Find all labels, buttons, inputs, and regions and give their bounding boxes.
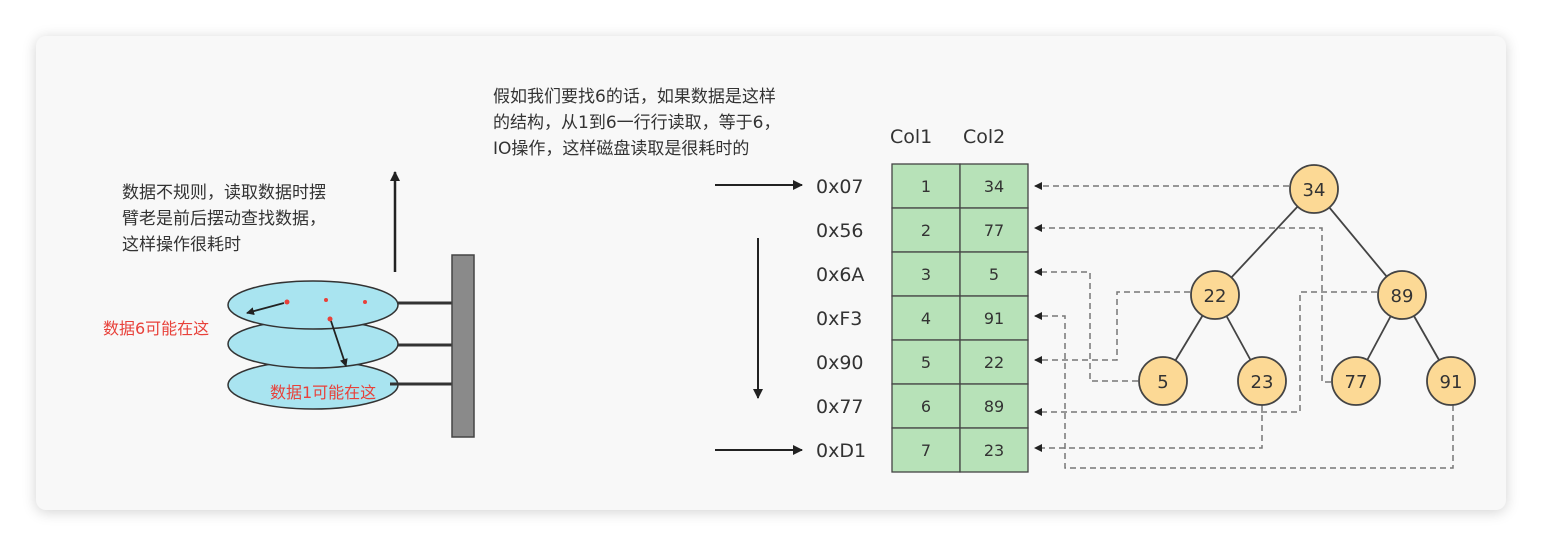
cell-col1: 4 (921, 309, 931, 328)
data-dots (284, 298, 367, 322)
svg-text:23: 23 (1251, 372, 1274, 393)
table-note-line-3: IO操作，这样磁盘读取是很耗时的 (493, 139, 749, 159)
cell-col1: 3 (921, 265, 931, 284)
platter-top (227, 280, 399, 330)
col1-header: Col1 (890, 126, 932, 148)
cell-col2: 77 (984, 221, 1004, 240)
diagram-card (36, 36, 1506, 510)
cell-col1-box (891, 163, 961, 209)
disk-note-line-3: 这样操作很耗时 (122, 235, 241, 255)
svg-text:91: 91 (1440, 372, 1463, 393)
cell-col2: 91 (984, 309, 1004, 328)
cell-col2-box (959, 339, 1029, 385)
link-23 (1034, 405, 1263, 452)
svg-text:5: 5 (1157, 372, 1168, 393)
svg-text:34: 34 (1303, 180, 1326, 201)
tree-node-22: 22 (1190, 270, 1240, 320)
cell-col1-box (891, 207, 961, 253)
svg-text:77: 77 (1345, 372, 1368, 393)
table-row: 0x6A 3 5 (816, 251, 1029, 297)
table-row: 0xD1 7 23 (816, 427, 1029, 473)
cell-col1: 6 (921, 397, 931, 416)
cell-col2-box (959, 383, 1029, 429)
cell-col1-box (891, 295, 961, 341)
data1-label: 数据1可能在这 (270, 383, 376, 402)
col2-header: Col2 (963, 126, 1005, 148)
row-address: 0x6A (816, 264, 864, 286)
table-note-line-2: 的结构，从1到6一行行读取，等于6， (493, 113, 780, 133)
link-77 (1034, 224, 1331, 383)
seek-arrow-down (330, 320, 348, 367)
tree-node-91: 91 (1426, 356, 1476, 406)
table-row: 0x90 5 22 (816, 339, 1029, 385)
table-row: 0x07 1 34 (816, 163, 1029, 209)
link-22 (1034, 291, 1190, 364)
tree-node-5: 5 (1138, 356, 1188, 406)
cell-col1-box (891, 339, 961, 385)
table-row: 0x77 6 89 (816, 383, 1029, 429)
disk-note-line-2: 臂老是前后摆动查找数据， (122, 209, 326, 229)
row-address: 0x07 (816, 176, 864, 198)
tree-node-23: 23 (1237, 356, 1287, 406)
disk-platters (227, 280, 399, 410)
data6-label: 数据6可能在这 (103, 319, 209, 338)
cell-col1: 1 (921, 177, 931, 196)
tree-node-77: 77 (1331, 356, 1381, 406)
row-address: 0xF3 (816, 308, 862, 330)
tree-to-table-links (1034, 182, 1454, 469)
tree-node-89: 89 (1377, 270, 1427, 320)
tree-nodes: 34 22 89 5 23 77 91 (1138, 164, 1476, 406)
cell-col1: 5 (921, 353, 931, 372)
row-address: 0x56 (816, 220, 864, 242)
svg-text:89: 89 (1391, 286, 1414, 307)
table-row: 0xF3 4 91 (816, 295, 1029, 341)
link-5 (1034, 268, 1138, 382)
cell-col1: 2 (921, 221, 931, 240)
row-address: 0x90 (816, 352, 864, 374)
table-note-line-1: 假如我们要找6的话，如果数据是这样 (493, 87, 776, 107)
cell-col2: 5 (989, 265, 999, 284)
cell-col1: 7 (921, 441, 931, 460)
cell-col2: 23 (984, 441, 1004, 460)
tree-node-root: 34 (1289, 164, 1339, 214)
cell-col2-box (959, 295, 1029, 341)
cell-col2: 89 (984, 397, 1004, 416)
table-row: 0x56 2 77 (816, 207, 1029, 253)
cell-col1-box (891, 251, 961, 297)
row-address: 0x77 (816, 396, 864, 418)
disk-note-line-1: 数据不规则，读取数据时摆 (122, 183, 326, 203)
actuator-spindle (451, 254, 475, 438)
cell-col2: 22 (984, 353, 1004, 372)
actuator-arms (390, 301, 452, 386)
link-91 (1034, 312, 1454, 469)
table-rows: 0x07 1 34 0x56 2 77 0x6A 3 5 0xF3 4 91 0x90 5 22 0x77 6 8… (816, 163, 1029, 473)
svg-text:22: 22 (1204, 286, 1227, 307)
cell-col2: 34 (984, 177, 1004, 196)
cell-col2-box (959, 251, 1029, 297)
cell-col1-box (891, 427, 961, 473)
row-address: 0xD1 (816, 440, 866, 462)
cell-col2-box (959, 427, 1029, 473)
seek-arrow-left (246, 302, 285, 316)
cell-col2-box (959, 163, 1029, 209)
